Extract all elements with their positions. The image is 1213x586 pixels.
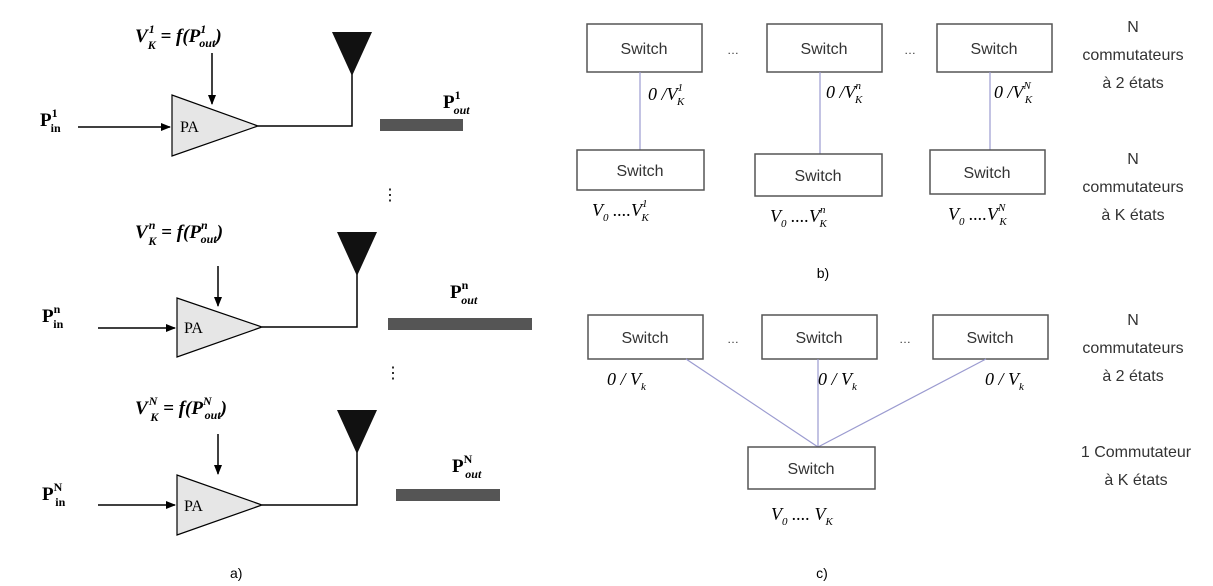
switch-box-b-top-3 [936,23,1053,73]
switch-label-c-top-1: Switch [621,330,668,347]
antenna-icon-1 [332,32,372,76]
description-b-top-line-2: commutateurs [1082,47,1183,64]
description-b-bottom-line-3: à K états [1101,207,1164,224]
vertical-ellipsis-2: ⋮ [385,365,401,382]
switch-box-b-top-2 [766,23,883,73]
switch-box-b-bottom-1 [576,149,705,191]
description-b-top-line-3: à 2 états [1102,75,1163,92]
output-power-bar-n [388,318,532,330]
switch-box-c-bottom [747,446,876,490]
power-amplifier-N [176,474,264,536]
link-line-c-3 [817,358,987,448]
pa-label-1: PA [180,119,199,136]
switch-box-c-top-3 [932,314,1049,360]
switch-box-b-top-1 [586,23,703,73]
feed-line-N [262,438,358,506]
description-c-top-line-1: N [1127,312,1139,329]
panel-c-label: c) [816,565,828,581]
panel-c: Switch … Switch … Switch 0 / Vk 0 / Vk 0… [587,312,1192,581]
output-power-bar-1 [380,119,463,131]
antenna-icon-N [337,410,377,454]
switch-box-c-top-2 [761,314,878,360]
vertical-ellipsis-1: ⋮ [382,187,398,204]
description-b-bottom: N commutateurs à K états [1082,151,1183,224]
switch-label-b-top-2: Switch [800,41,847,58]
description-c-top: N commutateurs à 2 états [1082,312,1183,385]
power-amplifier-1 [171,94,260,157]
voltage-label-c-top-1: 0 / Vk [607,369,647,393]
switch-label-c-bottom: Switch [787,461,834,478]
description-c-top-line-3: à 2 états [1102,368,1163,385]
link-line-c-1 [685,358,819,448]
ellipsis-b-2: … [904,43,916,57]
voltage-range-c: V0 .... VK [771,504,834,528]
power-amplifier-n [176,297,264,358]
description-c-bottom-line-2: à K états [1104,472,1167,489]
switch-label-b-bottom-3: Switch [963,165,1010,182]
panel-a-label: a) [230,565,242,581]
ellipsis-c-1: … [727,332,739,346]
description-c-top-line-2: commutateurs [1082,340,1183,357]
feed-line-n [262,262,358,328]
switch-label-c-top-2: Switch [795,330,842,347]
description-b-bottom-line-2: commutateurs [1082,179,1183,196]
pa-label-n: PA [184,320,203,337]
description-b-bottom-line-1: N [1127,151,1139,168]
switch-box-b-bottom-3 [929,149,1046,195]
voltage-label-c-top-2: 0 / Vk [818,369,858,393]
description-c-bottom-line-1: 1 Commutateur [1081,444,1192,461]
switch-label-b-bottom-1: Switch [616,163,663,180]
description-b-top-line-1: N [1127,19,1139,36]
switch-label-b-top-1: Switch [620,41,667,58]
pa-label-N: PA [184,498,203,515]
voltage-label-c-top-3: 0 / Vk [985,369,1025,393]
switch-label-b-top-3: Switch [970,41,1017,58]
output-power-bar-N [396,489,500,501]
panel-b-label: b) [817,265,829,281]
antenna-icon-n [337,232,377,276]
description-b-top: N commutateurs à 2 états [1082,19,1183,92]
description-c-bottom: 1 Commutateur à K états [1081,444,1192,489]
switch-label-c-top-3: Switch [966,330,1013,347]
switch-box-b-bottom-2 [754,153,883,197]
switch-label-b-bottom-2: Switch [794,168,841,185]
switch-box-c-top-1 [587,314,704,360]
ellipsis-b-1: … [727,43,739,57]
ellipsis-c-2: … [899,332,911,346]
feed-line-1 [258,62,353,127]
